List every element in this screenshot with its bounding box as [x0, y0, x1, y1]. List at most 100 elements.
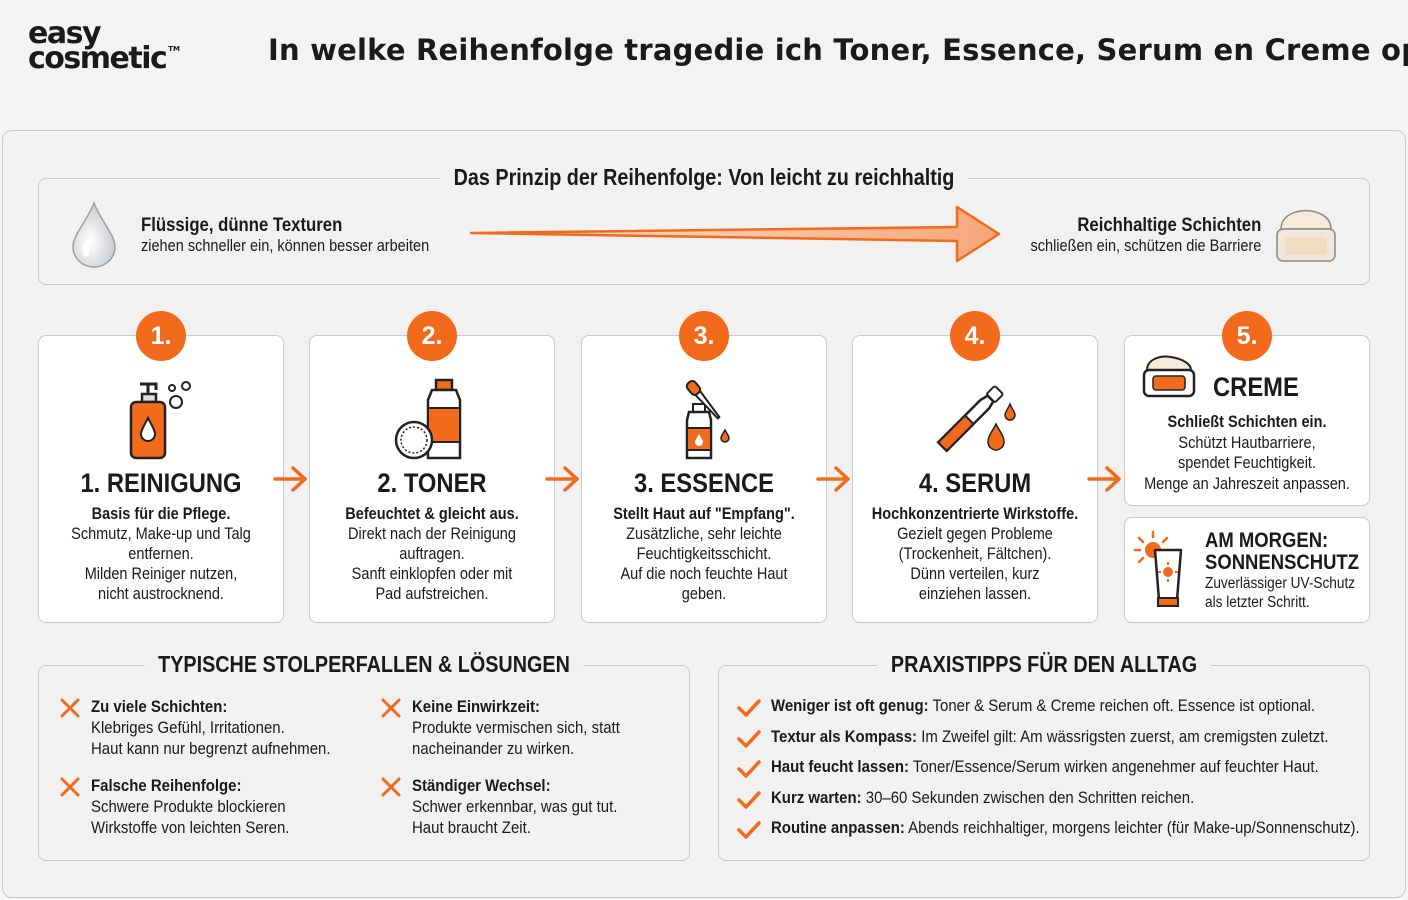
sunscreen-title-line2: SONNENSCHUTZ [1205, 551, 1360, 574]
sunscreen-text-line: Zuverlässiger UV-Schutz [1205, 575, 1356, 592]
tip-heading: Kurz warten: [771, 788, 862, 807]
pitfall-text: Schwere Produkte blockieren [91, 797, 286, 816]
step-badge-5: 5. [1222, 311, 1272, 361]
step-text-line: Stellt Haut auf "Empfang". [613, 505, 795, 523]
step-text-line: Dünn verteilen, kurz [910, 565, 1040, 583]
cream-jar-orange-icon [1142, 355, 1196, 398]
pitfall-heading: Zu viele Schichten: [91, 697, 228, 716]
logo-line2: cosmetic [28, 40, 168, 76]
step-text-line: Pad aufstreichen. [375, 585, 489, 603]
step-card-toner: 2. TONER Befeuchtet & gleicht aus. Direk… [309, 335, 555, 623]
step-badge-3: 3. [679, 311, 729, 361]
step-text-line: Gezielt gegen Probleme [897, 525, 1053, 543]
logo-line1: easy [28, 16, 102, 51]
step-title-serum: 4. SERUM [918, 468, 1032, 498]
step-text-line: Schützt Hautbarriere, [1178, 433, 1316, 452]
essence-dropper-icon [685, 379, 730, 460]
cross-icon [381, 777, 401, 797]
tip-text: 30–60 Sekunden zwischen den Schritten re… [861, 788, 1195, 807]
step-title-essence: 3. ESSENCE [634, 468, 774, 498]
step-card-serum: 4. SERUM Hochkonzentrierte Wirkstoffe. G… [852, 335, 1098, 623]
step-title-toner: 2. TONER [377, 468, 487, 498]
step-text-line: einziehen lassen. [918, 585, 1032, 603]
tips-box: PRAXISTIPPS FÜR DEN ALLTAG Weniger ist o… [718, 651, 1370, 861]
pitfall-text: Haut braucht Zeit. [412, 818, 531, 837]
toner-bottle-pad-icon [394, 378, 462, 460]
pitfall-heading: Ständiger Wechsel: [412, 776, 551, 795]
principle-title: Das Prinzip der Reihenfolge: Von leicht … [439, 164, 969, 190]
tip-item: Routine anpassen: Abends reichhaltiger, … [771, 818, 1360, 838]
sunscreen-text-line: als letzter Schritt. [1205, 594, 1310, 611]
step-text-line: Feuchtigkeitsschicht. [636, 545, 772, 563]
step-text-line: entfernen. [128, 545, 194, 563]
step-text-line: Direkt nach der Reinigung [348, 525, 516, 543]
step-card-reinigung: 1. REINIGUNG Basis für die Pflege. Schmu… [38, 335, 284, 623]
tip-text: Toner/Essence/Serum wirken angenehmer au… [908, 757, 1319, 776]
step-text-line: Schmutz, Make-up und Talg [71, 525, 251, 543]
sunscreen-tube-icon [1133, 530, 1183, 607]
serum-ampoule-icon [936, 385, 1016, 453]
check-icon [737, 791, 761, 809]
step-text-line: Befeuchtet & gleicht aus. [345, 505, 519, 523]
step-text-line: Auf die noch feuchte Haut [620, 565, 788, 583]
pitfalls-box: TYPISCHE STOLPERFALLEN & LÖSUNGEN Zu vie… [38, 651, 690, 861]
check-icon [737, 821, 761, 839]
step-text-line: Basis für die Pflege. [91, 505, 231, 523]
step-text-line: geben. [681, 585, 727, 603]
sunscreen-title-line1: AM MORGEN: [1205, 529, 1329, 552]
pitfall-text: Klebriges Gefühl, Irritationen. [91, 718, 285, 737]
tip-text: Im Zweifel gilt: Am wässrigsten zuerst, … [917, 727, 1329, 746]
step-text-line: Schließt Schichten ein. [1167, 413, 1327, 431]
cleanser-pump-bottle-icon [129, 381, 191, 460]
tip-heading: Haut feucht lassen: [771, 757, 909, 776]
principle-right-heading: Reichhaltige Schichten [1077, 215, 1261, 236]
step-badge-2: 2. [407, 311, 457, 361]
tip-item: Weniger ist oft genug: Toner & Serum & C… [771, 696, 1315, 716]
sunscreen-card: AM MORGEN: SONNENSCHUTZ Zuverlässiger UV… [1124, 517, 1370, 623]
step-text-line: nicht austrocknend. [98, 585, 224, 603]
pitfall-item: Zu viele Schichten: Klebriges Gefühl, Ir… [60, 696, 363, 759]
step-text-line: spendet Feuchtigkeit. [1177, 454, 1317, 472]
step-badge-1: 1. [136, 311, 186, 361]
pitfall-text: Wirkstoffe von leichten Seren. [91, 818, 290, 837]
tip-text: Abends reichhaltiger, morgens leichter (… [904, 818, 1360, 837]
tip-text: Toner & Serum & Creme reichen oft. Essen… [928, 696, 1316, 715]
step-title-reinigung: 1. REINIGUNG [80, 468, 242, 498]
step-text-line: Sanft einklopfen oder mit [351, 565, 513, 583]
cream-jar-icon [1276, 209, 1336, 262]
step-card-creme: CREME Schließt Schichten ein. Schützt Ha… [1124, 335, 1370, 506]
arrow-right-icon [545, 466, 579, 492]
droplet-icon [72, 200, 116, 268]
long-arrow-icon [469, 205, 1001, 263]
check-icon [737, 699, 761, 717]
pitfall-item: Falsche Reihenfolge: Schwere Produkte bl… [60, 775, 317, 838]
step-text-line: (Trockenheit, Fältchen). [898, 545, 1052, 563]
tips-title: PRAXISTIPPS FÜR DEN ALLTAG [877, 651, 1211, 677]
principle-left-heading: Flüssige, dünne Texturen [141, 215, 343, 236]
step-text-line: Menge an Jahreszeit anpassen. [1144, 474, 1350, 493]
step-badge-4: 4. [950, 311, 1000, 361]
arrow-right-icon [1087, 466, 1121, 492]
page-title: In welke Reihenfolge tragedie ich Toner,… [268, 33, 1408, 67]
pitfall-heading: Falsche Reihenfolge: [91, 776, 242, 795]
pitfall-item: Keine Einwirkzeit: Produkte vermischen s… [381, 696, 648, 759]
step-text-line: Hochkonzentrierte Wirkstoffe. [871, 505, 1079, 523]
principle-left-sub: ziehen schneller ein, können besser arbe… [141, 237, 430, 255]
pitfalls-title: TYPISCHE STOLPERFALLEN & LÖSUNGEN [144, 651, 584, 677]
step-card-essence: 3. ESSENCE Stellt Haut auf "Empfang". Zu… [581, 335, 827, 623]
step-title-creme: CREME [1213, 372, 1299, 402]
logo-trademark: TM [168, 44, 181, 53]
pitfall-item: Ständiger Wechsel: Schwer erkennbar, was… [381, 775, 645, 838]
tip-heading: Routine anpassen: [771, 818, 905, 837]
step-text-line: auftragen. [399, 545, 465, 563]
step-text-line: Milden Reiniger nutzen, [84, 565, 238, 583]
pitfall-text: nacheinander zu wirken. [412, 739, 575, 758]
principle-right-sub: schließen ein, schützen die Barriere [1030, 237, 1261, 255]
pitfall-text: Schwer erkennbar, was gut tut. [412, 797, 618, 816]
tip-item: Textur als Kompass: Im Zweifel gilt: Am … [771, 727, 1329, 747]
tip-heading: Textur als Kompass: [771, 727, 918, 746]
cross-icon [60, 777, 80, 797]
check-icon [737, 730, 761, 748]
principle-box: Das Prinzip der Reihenfolge: Von leicht … [38, 164, 1370, 285]
